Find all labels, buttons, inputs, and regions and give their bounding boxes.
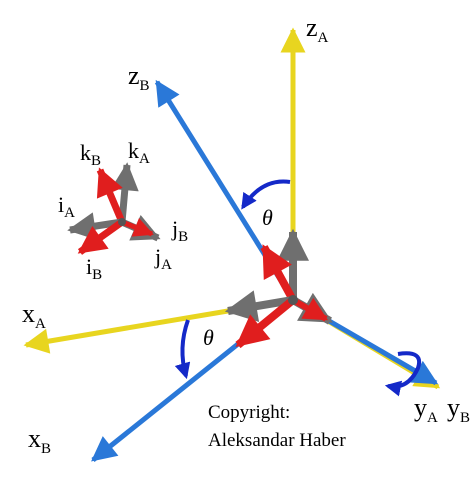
label-zB: zB <box>128 61 150 94</box>
vec-jB-main <box>291 297 329 322</box>
theta-label-z: θ <box>262 205 273 230</box>
label-kA: kA <box>128 138 150 167</box>
label-zA: zA <box>306 13 329 46</box>
vec-iB-main <box>235 296 296 349</box>
rotation-arc-z <box>241 179 291 210</box>
vec-iB-small <box>77 219 125 255</box>
label-yB: yB <box>447 393 470 426</box>
vec-iA-main <box>224 290 294 322</box>
vec-kB-main <box>260 244 297 302</box>
vec-jB-small <box>121 218 154 237</box>
label-jB: jB <box>171 216 188 245</box>
label-iB: iB <box>86 254 102 283</box>
rotation-arc-x <box>174 319 191 380</box>
label-kB: kB <box>80 140 101 169</box>
label-iA: iA <box>58 192 75 221</box>
label-yA: yA <box>414 393 438 426</box>
vec-kA-small <box>110 162 139 223</box>
origin-small <box>118 218 126 226</box>
label-xA: xA <box>22 299 46 332</box>
rotation-arc-y <box>384 351 421 397</box>
origin-main <box>288 295 298 305</box>
vec-kB-small <box>96 167 126 224</box>
copyright-line1: Copyright: <box>208 402 290 423</box>
label-xB: xB <box>28 424 51 457</box>
theta-label-x: θ <box>203 325 214 350</box>
label-jA: jA <box>154 244 172 273</box>
copyright-line2: Aleksandar Haber <box>208 430 346 451</box>
